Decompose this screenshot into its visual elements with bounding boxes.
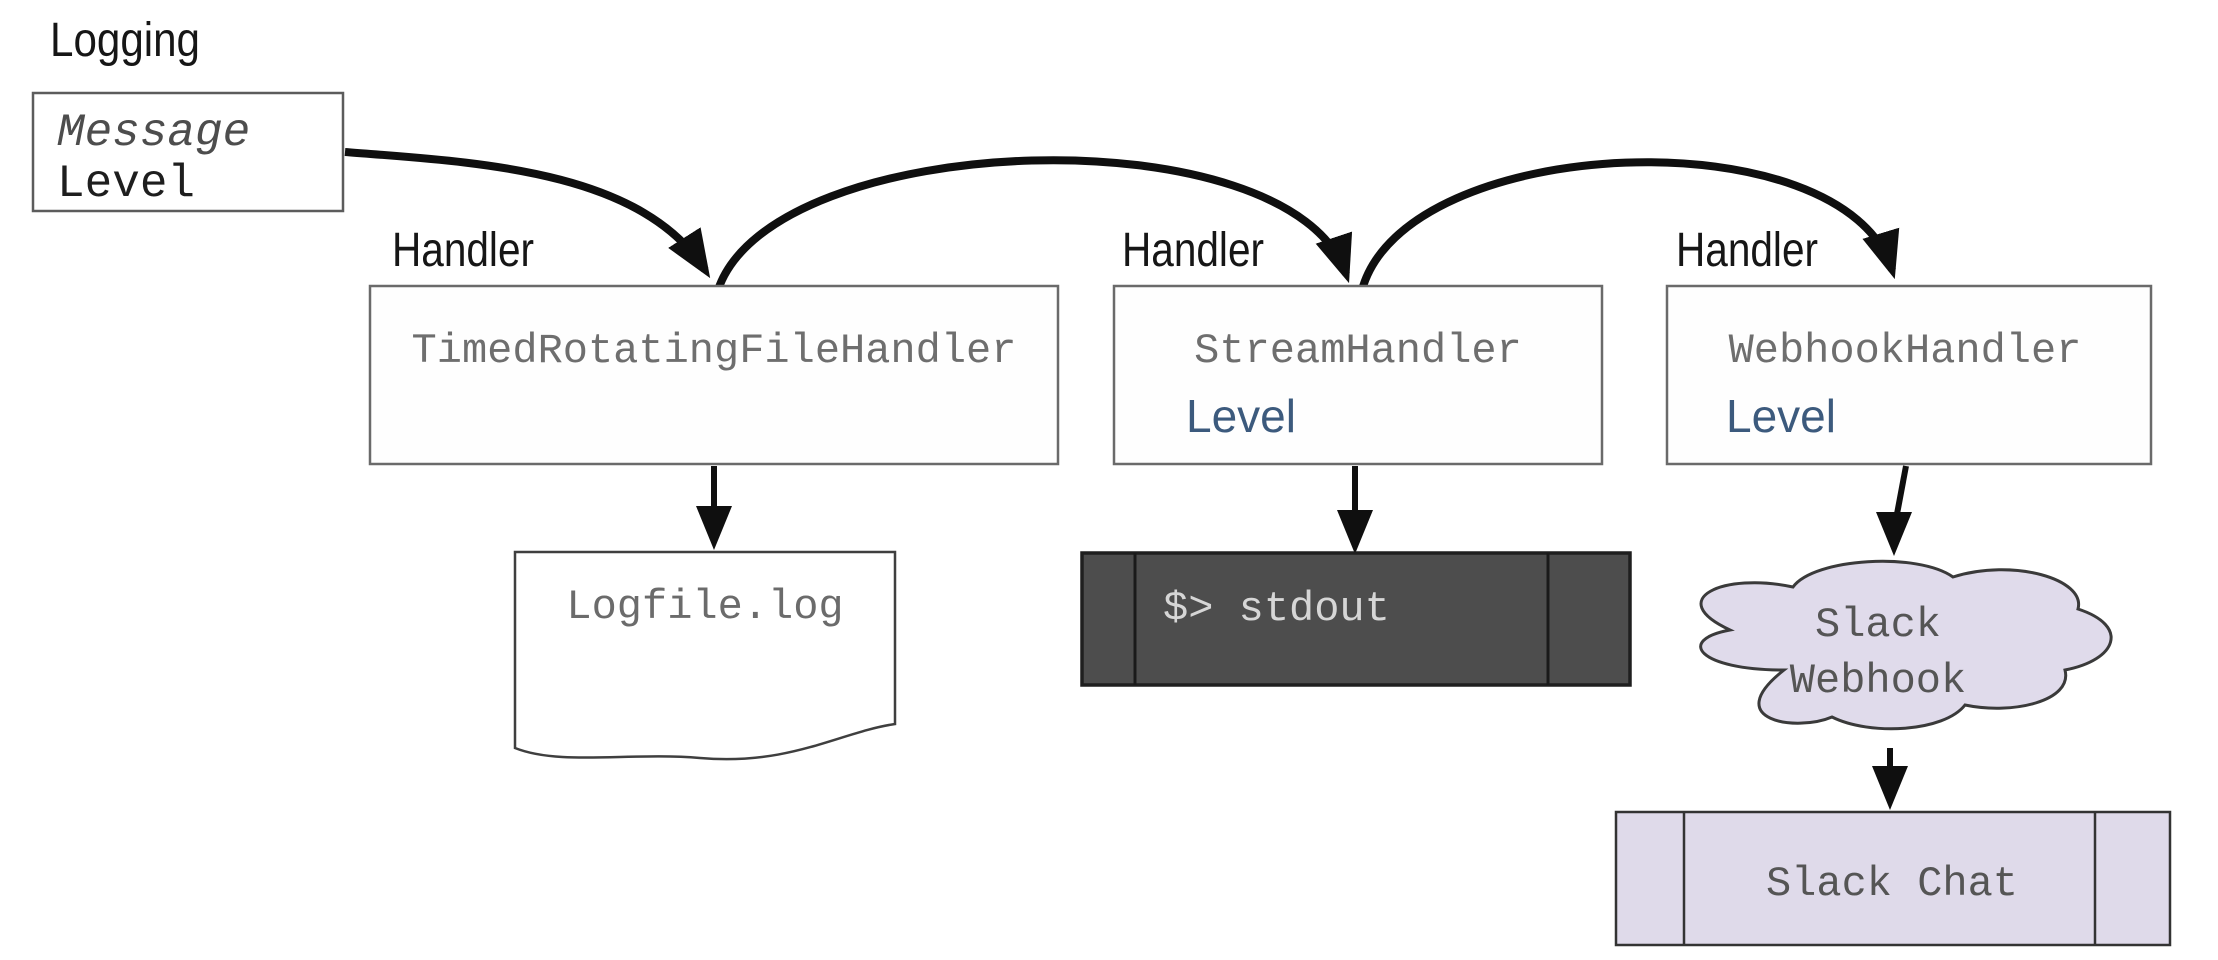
slack-chat-label: Slack Chat [1766,860,2018,908]
handler-2-class-name: StreamHandler [1194,327,1522,375]
level-label-source: Level [57,158,195,210]
handler-1-class-name: TimedRotatingFileHandler [412,327,1017,375]
slack-chat-box [1614,810,2172,947]
down-arrow-to-cloud [1876,465,1912,556]
stdout-prompt-text: $> stdout [1163,585,1390,633]
cloud-label-line1: Slack [1815,601,1941,649]
handler-1-label: Handler [392,224,534,277]
down-arrow-cloud-to-chat [1872,748,1908,810]
message-level-box [31,91,345,213]
message-label: Message [57,107,250,159]
curved-arrow-to-webhook-handler [1358,158,1900,292]
handler-3-level-label: Level [1726,390,1836,442]
handler-2-level-label: Level [1186,390,1296,442]
handler-2-label: Handler [1122,224,1264,277]
curved-arrow-to-stream-handler [714,156,1352,292]
handler-3-label: Handler [1676,224,1818,277]
down-arrow-to-stdout [1337,466,1373,554]
slack-webhook-cloud [1699,559,2113,731]
handler-2-box [1112,284,1604,466]
logging-title: Logging [50,14,200,67]
handler-1-box [368,284,1060,466]
slack-chat: Slack Chat [1614,810,2172,947]
stdout-terminal-box [1080,551,1632,687]
stdout-terminal: $> stdout [1080,551,1632,687]
down-arrow-to-logfile [696,466,732,550]
curved-arrow-to-file-handler [344,148,711,279]
logfile-document [513,550,897,761]
cloud-label-line2: Webhook [1790,657,1966,705]
logfile-label: Logfile.log [566,583,843,631]
handler-3-class-name: WebhookHandler [1729,327,2082,375]
handler-3-box [1665,284,2153,466]
